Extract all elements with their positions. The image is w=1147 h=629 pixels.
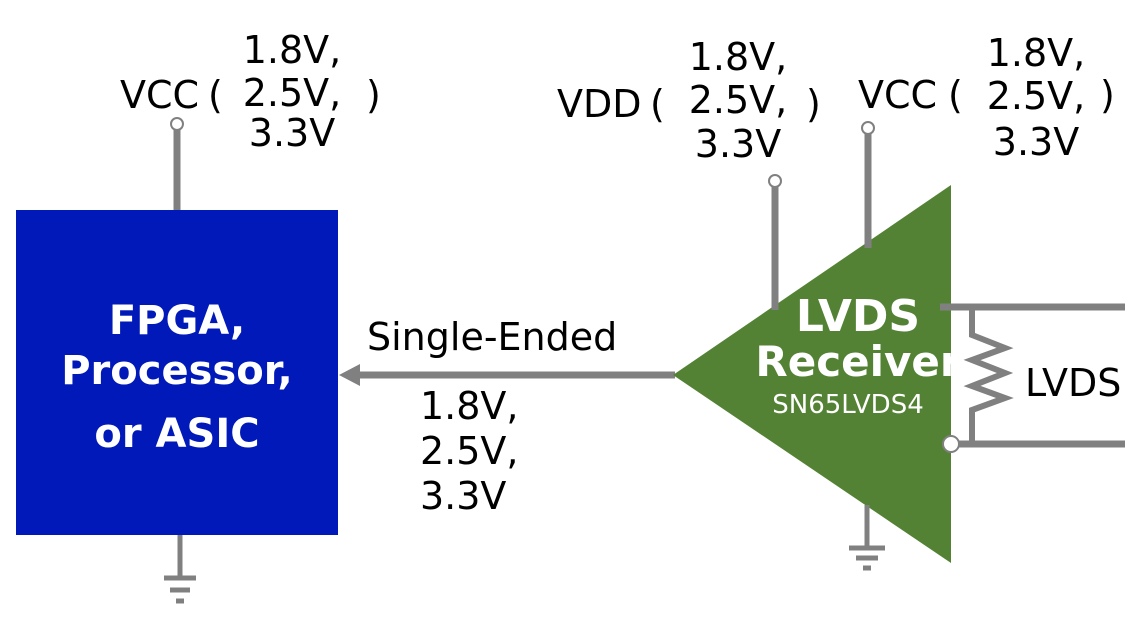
receiver-vcc-v1: 1.8V, bbox=[987, 31, 1086, 75]
receiver-vdd-v3: 3.3V bbox=[695, 122, 781, 166]
receiver-vcc-v3: 3.3V bbox=[993, 120, 1079, 164]
signal-v1: 1.8V, bbox=[420, 384, 519, 428]
fpga-vcc-v3: 3.3V bbox=[249, 111, 335, 155]
paren-close: ) bbox=[1100, 73, 1115, 117]
inverting-input-bubble bbox=[942, 435, 960, 453]
fpga-vcc-v1: 1.8V, bbox=[243, 28, 342, 72]
fpga-label-2: Processor, bbox=[61, 348, 293, 394]
fpga-label-3: or ASIC bbox=[94, 411, 259, 457]
receiver-vcc-v2: 2.5V, bbox=[987, 74, 1086, 118]
single-ended-label: Single-Ended bbox=[367, 315, 617, 359]
paren-close: ) bbox=[806, 82, 821, 126]
resistor-icon bbox=[963, 307, 1014, 444]
receiver-ground-icon bbox=[849, 505, 885, 571]
receiver-title-2: Receiver bbox=[755, 337, 960, 386]
paren-open: ( bbox=[208, 73, 223, 117]
receiver-vdd-terminal bbox=[768, 174, 782, 188]
receiver-vcc-label: VCC bbox=[858, 73, 937, 117]
fpga-ground-icon bbox=[164, 535, 196, 604]
fpga-label-1: FPGA, bbox=[109, 298, 245, 344]
signal-v3: 3.3V bbox=[420, 474, 506, 518]
receiver-title-1: LVDS bbox=[796, 291, 920, 342]
fpga-vcc-label: VCC bbox=[120, 73, 199, 117]
receiver-vdd-v2: 2.5V, bbox=[689, 78, 788, 122]
fpga-vcc-terminal bbox=[170, 117, 184, 131]
arrow-left-icon bbox=[339, 364, 360, 386]
receiver-vdd-v1: 1.8V, bbox=[689, 35, 788, 79]
paren-open: ( bbox=[948, 73, 963, 117]
signal-v2: 2.5V, bbox=[420, 429, 519, 473]
receiver-vcc-terminal bbox=[861, 121, 875, 135]
fpga-block bbox=[16, 210, 338, 535]
lvds-input-label: LVDS bbox=[1025, 361, 1121, 405]
paren-open: ( bbox=[650, 82, 665, 126]
receiver-part-number: SN65LVDS4 bbox=[772, 390, 924, 420]
fpga-vcc-v2: 2.5V, bbox=[243, 71, 342, 115]
paren-close: ) bbox=[366, 73, 381, 117]
receiver-triangle bbox=[673, 185, 951, 563]
receiver-vdd-label: VDD bbox=[557, 82, 642, 126]
